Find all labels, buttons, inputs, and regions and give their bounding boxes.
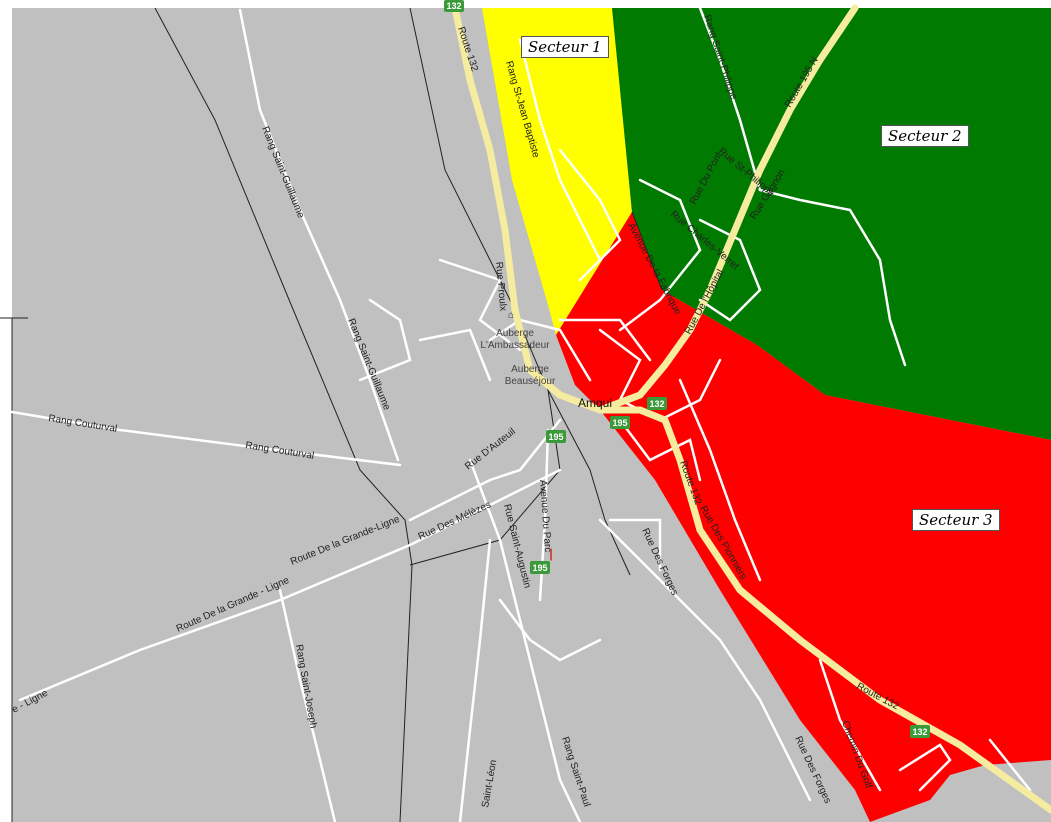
svg-text:132: 132 [446,1,461,11]
shield-132-b: 132 [910,725,930,738]
highways [451,4,1051,814]
sector-1-label: Secteur 1 [521,36,609,58]
poi-auberge-ambassadeur-line-2: L'Ambassadeur [480,340,550,351]
town-label-amqui: Amqui [578,396,612,410]
poi-auberge-beausejour-line-2: Beauséjour [505,376,556,387]
highway-shields: 132 195 132 195 195 132 [444,0,930,738]
poi-auberge-ambassadeur-line-1: Auberge [496,328,534,339]
shield-195-b: 195 [610,416,630,429]
svg-text:132: 132 [649,399,664,409]
svg-text:132: 132 [912,727,927,737]
shield-132-top: 132 [444,0,464,12]
svg-text:195: 195 [548,432,563,442]
shield-195-a: 195 [546,430,566,443]
road-label-rue-proulx: Rue Proulx [493,261,508,311]
svg-text:195: 195 [612,418,627,428]
street-network [10,6,1032,822]
shield-132-a: 132 [647,397,667,410]
lodging-icon: ⌂ [508,310,514,321]
shield-195-c: 195 [530,561,550,574]
hospital-icon: ┃ [548,548,554,561]
poi-auberge-beausejour-line-1: Auberge [511,364,549,375]
sector-3-label: Secteur 3 [912,509,1000,531]
sector-3-area[interactable] [556,212,1051,822]
sector-2-area[interactable] [612,8,1051,440]
svg-text:195: 195 [532,563,547,573]
poi-labels: ⌂ Auberge L'Ambassadeur Auberge Beauséjo… [480,310,612,561]
sector-2-label: Secteur 2 [881,125,969,147]
road-label-avenue-du-parc: Avenue Du Parc [537,479,553,552]
